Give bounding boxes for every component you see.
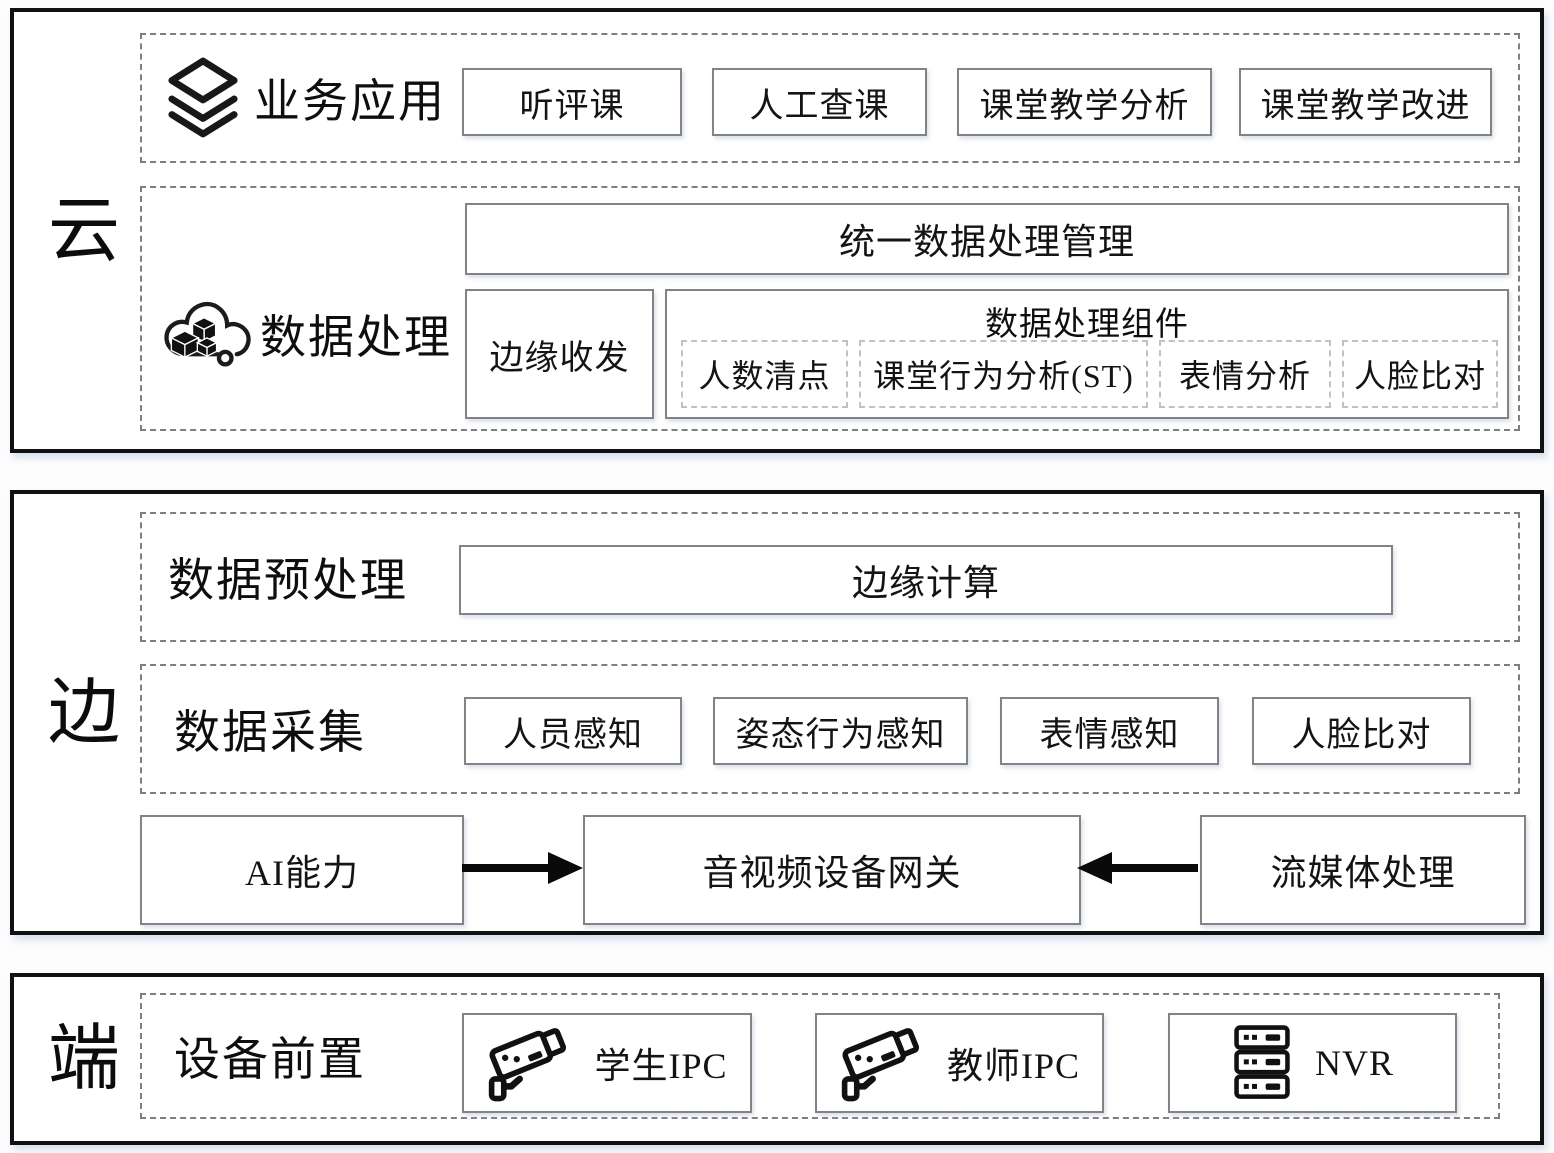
cloud-modules-icon — [164, 301, 251, 367]
app-box-manual-check: 人工查课 — [712, 68, 927, 136]
cloud-section-label: 云 — [47, 190, 120, 271]
edge-transceiver-box: 边缘收发 — [465, 289, 654, 419]
data-collection-row: 数据采集 人员感知 姿态行为感知 表情感知 人脸比对 — [140, 664, 1520, 794]
nvr-box: NVR — [1168, 1013, 1457, 1113]
device-front-title: 设备前置 — [174, 1034, 366, 1085]
component-headcount: 人数清点 — [681, 340, 848, 408]
layers-icon — [168, 57, 238, 138]
student-ipc-label: 学生IPC — [594, 1046, 728, 1086]
collection-expression-sensing: 表情感知 — [1000, 697, 1219, 765]
business-application-row: 业务应用 听评课 人工查课 课堂教学分析 课堂教学改进 — [140, 33, 1520, 163]
unified-data-processing-box: 统一数据处理管理 — [465, 203, 1509, 275]
collection-person-sensing: 人员感知 — [464, 697, 682, 765]
component-face-compare: 人脸比对 — [1342, 340, 1498, 408]
collection-face-compare: 人脸比对 — [1252, 697, 1471, 765]
component-behavior-analysis: 课堂行为分析(ST) — [859, 340, 1148, 408]
nvr-server-icon — [1234, 1025, 1290, 1099]
av-device-gateway-box: 音视频设备网关 — [583, 815, 1081, 925]
camera-icon — [841, 1028, 920, 1102]
terminal-section: 端 设备前置 学生IPC — [10, 973, 1544, 1145]
business-application-title: 业务应用 — [254, 76, 446, 127]
camera-icon — [489, 1028, 567, 1102]
data-processing-components-box: 数据处理组件 人数清点 课堂行为分析(ST) 表情分析 人脸比对 — [665, 289, 1509, 419]
data-processing-title: 数据处理 — [260, 312, 452, 363]
app-box-teaching-improvement: 课堂教学改进 — [1239, 68, 1492, 136]
edge-computing-box: 边缘计算 — [459, 545, 1393, 615]
app-box-teaching-analysis: 课堂教学分析 — [957, 68, 1212, 136]
app-box-listen-evaluate: 听评课 — [462, 68, 682, 136]
data-preprocessing-row: 数据预处理 边缘计算 — [140, 512, 1520, 642]
arrow-left-icon — [1077, 852, 1198, 884]
ai-capability-box: AI能力 — [140, 815, 464, 925]
cloud-section: 云 业务应用 听评课 人工查课 课堂教学分析 课堂教学改进 数据处理 统一数 — [10, 8, 1544, 453]
teacher-ipc-label: 教师IPC — [946, 1046, 1081, 1086]
teacher-ipc-box: 教师IPC — [815, 1013, 1104, 1113]
arrow-right-icon — [462, 852, 583, 884]
edge-section-label: 边 — [47, 672, 120, 753]
nvr-label: NVR — [1314, 1043, 1394, 1083]
student-ipc-box: 学生IPC — [462, 1013, 752, 1113]
component-expression-analysis: 表情分析 — [1159, 340, 1331, 408]
edge-section: 边 数据预处理 边缘计算 数据采集 人员感知 姿态行为感知 表情感知 人脸比对 … — [10, 490, 1544, 935]
data-processing-row: 数据处理 统一数据处理管理 边缘收发 数据处理组件 人数清点 课堂行为分析(ST… — [140, 186, 1520, 431]
streaming-media-box: 流媒体处理 — [1200, 815, 1526, 925]
collection-posture-behavior: 姿态行为感知 — [713, 697, 968, 765]
data-preprocessing-title: 数据预处理 — [168, 555, 408, 606]
terminal-section-label: 端 — [47, 1019, 120, 1099]
components-title: 数据处理组件 — [985, 307, 1189, 343]
data-collection-title: 数据采集 — [174, 707, 366, 758]
